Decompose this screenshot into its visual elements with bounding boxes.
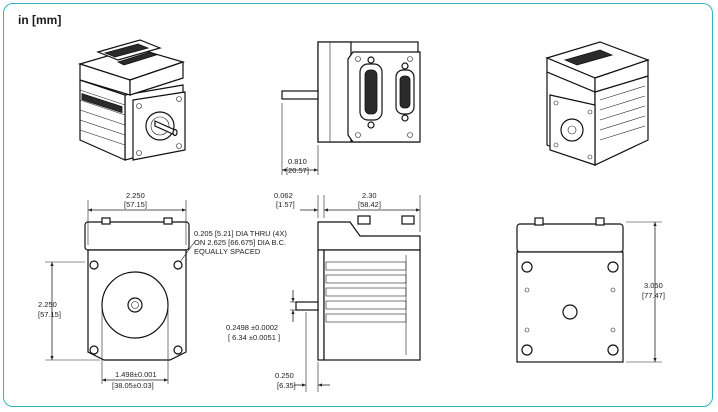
dim-shaft-length-in: 0.810 bbox=[288, 157, 307, 166]
dim-shaft-dia-in: 0.2498 ±0.0002 bbox=[226, 323, 278, 332]
dim-front-width-mm: [57.15] bbox=[124, 200, 147, 209]
side-view: 2.30 [58.42] 0.062 [1.57] 0.2498 ±0.0002… bbox=[226, 191, 421, 392]
dim-body-length-in: 2.30 bbox=[362, 191, 377, 200]
dim-shaft-length-mm: [20.57] bbox=[286, 166, 309, 175]
front-view: 2.250 [57.15] 2.250 [57.15] 0.205 [5.21]… bbox=[38, 191, 287, 390]
hole-note-line2: ON 2.625 [66.675] DIA B.C. bbox=[194, 238, 286, 247]
dim-flange-thickness-mm: [1.57] bbox=[276, 200, 295, 209]
rear-view: 3.050 [77.47] bbox=[516, 217, 665, 363]
hole-note-line3: EQUALLY SPACED bbox=[194, 247, 261, 256]
dim-body-length-mm: [58.42] bbox=[358, 200, 381, 209]
dim-flange-thickness-in: 0.062 bbox=[274, 191, 293, 200]
dim-front-height-mm: [57.15] bbox=[38, 310, 61, 319]
dim-rear-height-mm: [77.47] bbox=[642, 291, 665, 300]
dim-shaft-offset-mm: [6.35] bbox=[277, 381, 296, 390]
dim-shaft-offset-in: 0.250 bbox=[275, 371, 294, 380]
dim-pilot-dia-in: 1.498±0.001 bbox=[115, 370, 157, 379]
hole-note-line1: 0.205 [5.21] DIA THRU (4X) bbox=[194, 229, 287, 238]
dim-shaft-dia-mm: [ 6.34 ±0.0051 ] bbox=[228, 333, 280, 342]
dim-pilot-dia-mm: [38.05±0.03] bbox=[112, 381, 154, 390]
dim-front-height-in: 2.250 bbox=[38, 300, 57, 309]
top-view: 0.810 [20.57] bbox=[281, 41, 421, 175]
dim-rear-height-in: 3.050 bbox=[644, 281, 663, 290]
dim-front-width-in: 2.250 bbox=[126, 191, 145, 200]
units-label: in [mm] bbox=[18, 13, 62, 27]
isometric-view-right bbox=[545, 41, 650, 166]
isometric-view-left bbox=[77, 39, 186, 161]
